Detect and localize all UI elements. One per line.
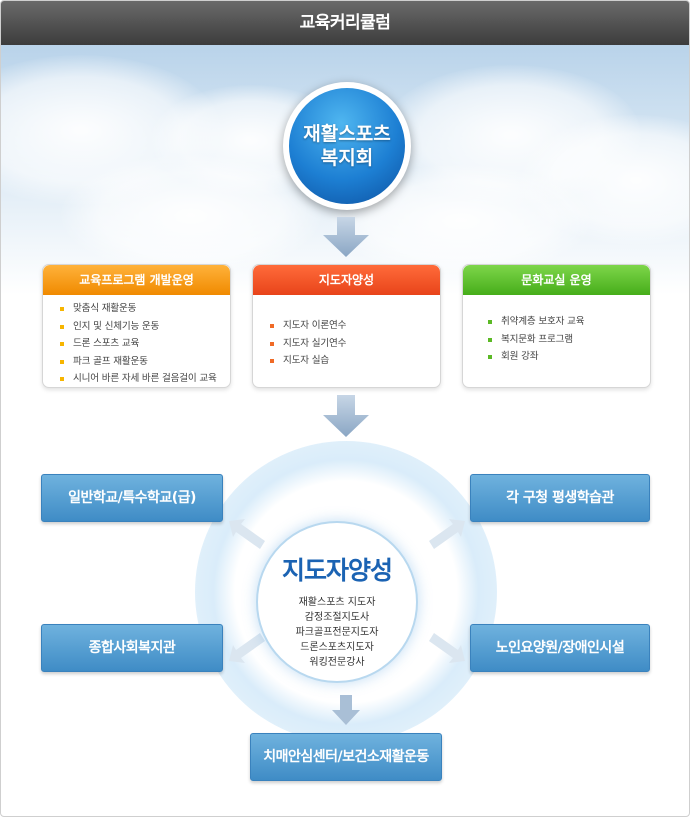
list-item: 취약계층 보호자 교육 — [488, 313, 650, 331]
card-heading: 교육프로그램 개발운영 — [43, 265, 230, 295]
card-culture-class: 문화교실 운영 취약계층 보호자 교육 복지문화 프로그램 회원 강좌 — [462, 264, 651, 388]
center-item: 감정조절지도사 — [304, 612, 370, 623]
down-arrow-icon — [323, 395, 369, 437]
list-item: 복지문화 프로그램 — [488, 331, 650, 349]
arrow-upper-left-icon — [229, 519, 265, 549]
list-item: 지도자 실습 — [270, 352, 440, 370]
center-item: 워킹전문강사 — [309, 657, 365, 668]
arrow-upper-right-icon — [429, 519, 465, 549]
leader-training-center: 지도자양성 재활스포츠 지도자 감정조절지도사 파크골프전문지도자 드론스포츠지… — [256, 521, 418, 683]
target-schools: 일반학교/특수학교(급) — [41, 474, 223, 522]
card-program-development: 교육프로그램 개발운영 맞춤식 재활운동 인지 및 신체기능 운동 드론 스포츠… — [42, 264, 231, 388]
target-learning-center: 각 구청 평생학습관 — [470, 474, 650, 522]
down-arrow-icon — [323, 217, 369, 257]
page-title: 교육커리큘럼 — [1, 1, 689, 45]
target-dementia-center: 치매안심센터/보건소재활운동 — [250, 733, 442, 781]
arrow-lower-left-icon — [229, 633, 265, 663]
center-item: 재활스포츠 지도자 — [298, 597, 376, 608]
center-item: 드론스포츠지도자 — [300, 642, 374, 653]
center-title: 지도자양성 — [281, 556, 393, 585]
list-item: 회원 강좌 — [488, 348, 650, 366]
list-item: 파크 골프 재활운동 — [60, 353, 230, 371]
target-nursing-facility: 노인요양원/장애인시설 — [470, 624, 650, 672]
target-welfare-center: 종합사회복지관 — [41, 624, 223, 672]
organization-circle: 재활스포츠 복지회 — [283, 82, 411, 210]
list-item: 드론 스포츠 교육 — [60, 335, 230, 353]
list-item: 시니어 바른 자세 바른 걸음걸이 교육 — [60, 370, 230, 387]
card-heading: 문화교실 운영 — [463, 265, 650, 295]
organization-name-line1: 재활스포츠 — [303, 123, 391, 145]
center-item: 파크골프전문지도자 — [295, 627, 379, 638]
organization-name-line2: 복지회 — [320, 147, 374, 169]
list-item: 인지 및 신체기능 운동 — [60, 318, 230, 336]
list-item: 맞춤식 재활운동 — [60, 300, 230, 318]
list-item: 지도자 이론연수 — [270, 317, 440, 335]
arrow-down-small-icon — [332, 695, 360, 725]
card-heading: 지도자양성 — [253, 265, 440, 295]
arrow-lower-right-icon — [429, 633, 465, 663]
card-leader-training: 지도자양성 지도자 이론연수 지도자 실기연수 지도자 실습 — [252, 264, 441, 388]
list-item: 지도자 실기연수 — [270, 335, 440, 353]
